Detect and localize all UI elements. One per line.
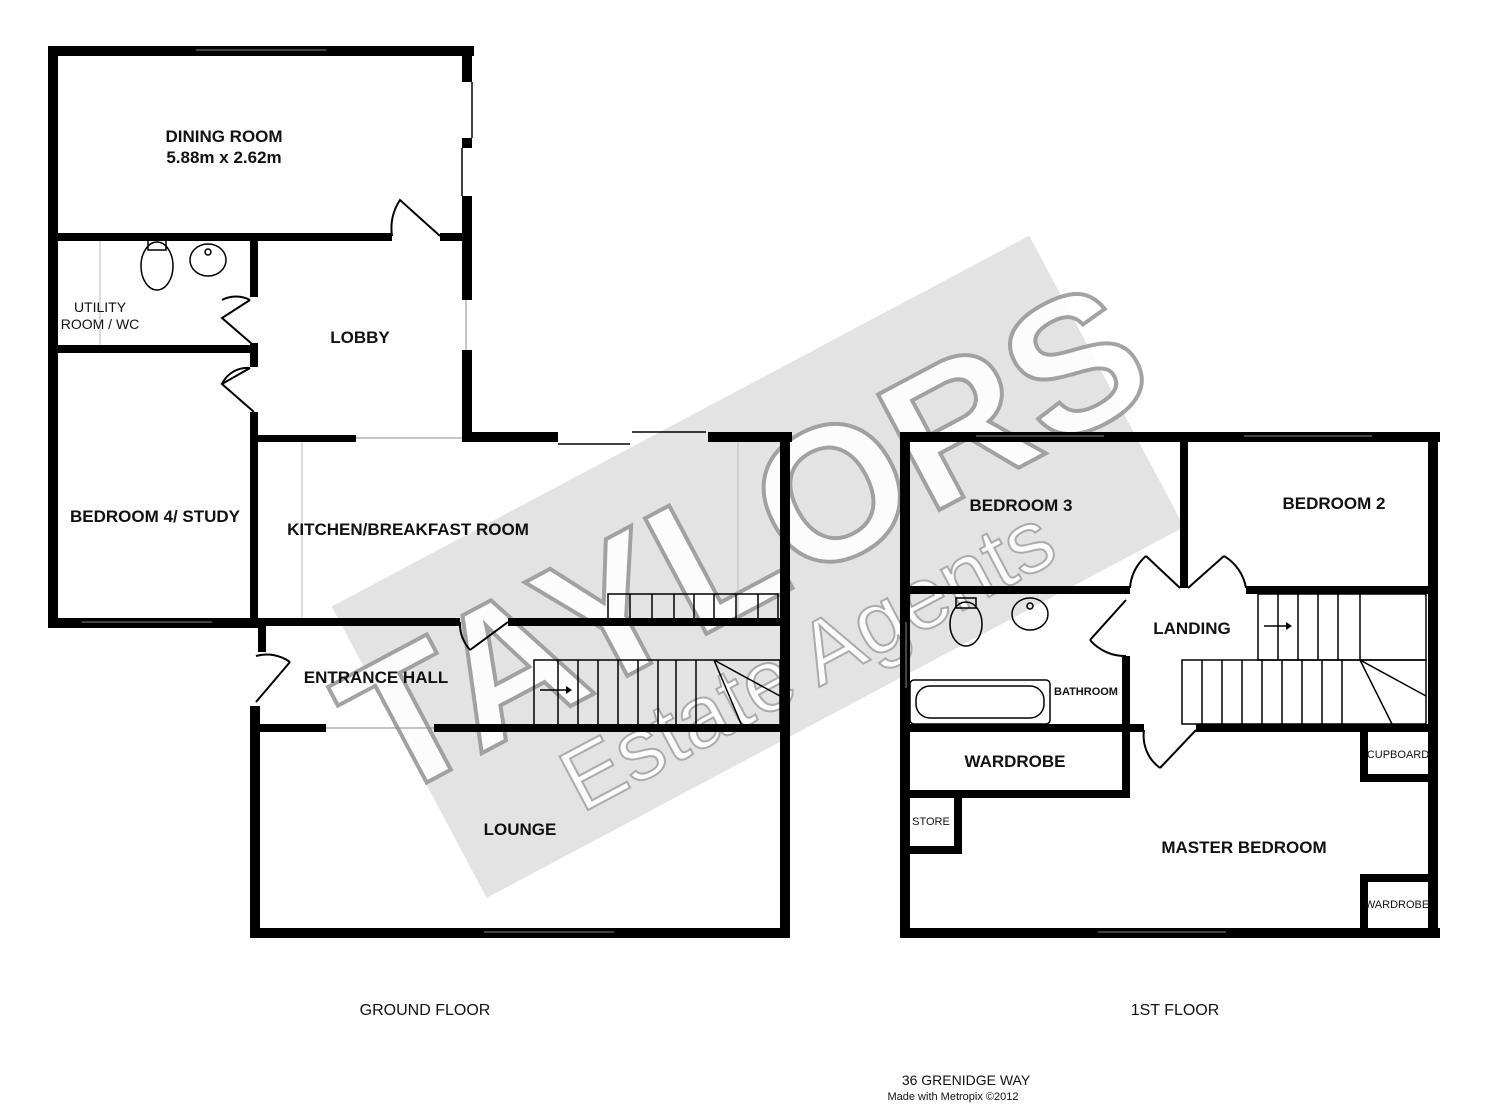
room-size-dining-room: 5.88m x 2.62m xyxy=(166,148,281,167)
room-label-bedroom-3: BEDROOM 3 xyxy=(970,496,1073,515)
room-label-landing: LANDING xyxy=(1153,619,1230,638)
room-label-wardrobe-small: WARDROBE xyxy=(1365,899,1429,911)
footer-address: 36 GRENIDGE WAY xyxy=(902,1072,1031,1088)
first-floor-walls xyxy=(900,432,1440,938)
room-label-lobby: LOBBY xyxy=(330,328,390,347)
room-label-utility-1: UTILITY xyxy=(74,299,127,315)
room-label-utility-2: ROOM / WC xyxy=(61,316,140,332)
room-label-bedroom-4: BEDROOM 4/ STUDY xyxy=(70,507,241,526)
room-label-bedroom-2: BEDROOM 2 xyxy=(1283,494,1386,513)
room-label-master-bedroom: MASTER BEDROOM xyxy=(1161,838,1326,857)
room-label-dining-room: DINING ROOM xyxy=(165,127,282,146)
room-label-kitchen: KITCHEN/BREAKFAST ROOM xyxy=(287,520,529,539)
room-label-cupboard: CUPBOARD xyxy=(1367,749,1429,761)
room-label-store: STORE xyxy=(912,816,950,828)
caption-ground-floor: GROUND FLOOR xyxy=(360,1002,491,1019)
watermark-box xyxy=(331,235,1185,898)
room-label-wardrobe: WARDROBE xyxy=(964,752,1065,771)
room-label-bathroom: BATHROOM xyxy=(1054,686,1118,698)
ground-floor-walls xyxy=(48,46,792,938)
footer-credit: Made with Metropix ©2012 xyxy=(887,1091,1018,1103)
watermark: TAYLORS Estate Agents xyxy=(305,235,1185,898)
room-label-entrance-hall: ENTRANCE HALL xyxy=(304,668,449,687)
room-label-lounge: LOUNGE xyxy=(484,820,557,839)
caption-first-floor: 1ST FLOOR xyxy=(1131,1002,1220,1019)
